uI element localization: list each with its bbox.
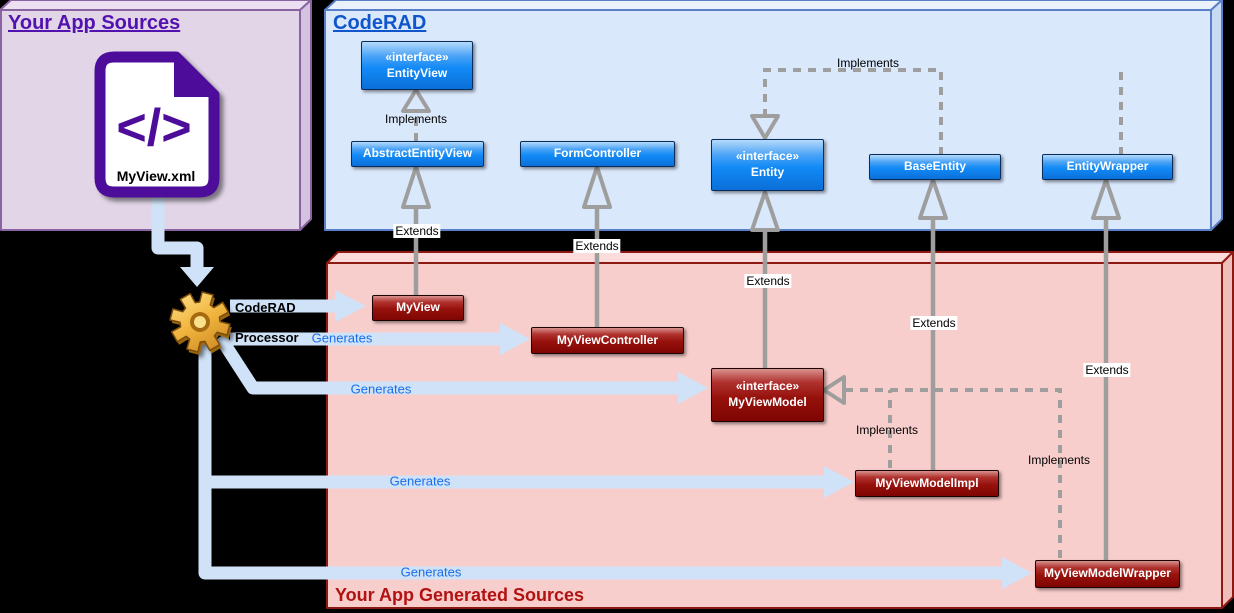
file-fold-corner (174, 57, 214, 97)
label-extends-myviewcontroller: Extends (573, 239, 621, 253)
triangle-myviewmodel (822, 375, 846, 405)
label-extends-myviewmodelwrapper: Extends (1083, 363, 1131, 377)
pipe-to-myviewmodelwrapper (198, 480, 1002, 580)
class-formcontroller-name: FormController (553, 146, 642, 161)
title-coderad[interactable]: CodeRAD (333, 12, 427, 34)
label-generates-myviewmodelimpl: Generates (389, 473, 451, 489)
class-abstractentityview: AbstractEntityView (351, 141, 484, 167)
file-name-label: MyView.xml (117, 168, 196, 184)
class-myviewmodel-stereotype: «interface» (735, 379, 800, 394)
code-glyph: </> (116, 99, 191, 157)
class-myviewcontroller: MyViewController (531, 327, 684, 354)
title-your-app-sources[interactable]: Your App Sources (8, 12, 181, 34)
triangle-entityview (401, 88, 431, 113)
label-generates-myviewmodelwrapper: Generates (400, 564, 462, 580)
arrowhead-myviewmodelimpl (824, 466, 854, 498)
class-myviewcontroller-name: MyViewController (556, 332, 659, 347)
label-implements-entity: Implements (836, 56, 900, 70)
xml-file-icon: </> MyView.xml (94, 51, 220, 198)
arrowhead-myviewmodelwrapper (1002, 557, 1032, 589)
implements-baseentity-entity (763, 68, 943, 155)
class-entityview: «interface» EntityView (361, 41, 473, 90)
class-myview-name: MyView (396, 300, 440, 315)
implements-myviewmodelwrapper (846, 388, 1062, 558)
label-implements-myviewmodelimpl: Implements (855, 423, 919, 437)
class-entity: «interface» Entity (711, 139, 824, 191)
label-generates-myviewcontroller: Generates (311, 330, 373, 346)
label-generates-myviewmodel: Generates (350, 381, 412, 397)
class-myviewmodelwrapper: MyViewModelWrapper (1035, 560, 1180, 588)
hollow-triangles-blue (401, 88, 1121, 232)
container-your-app-generated-sources (326, 251, 1234, 609)
class-myviewmodelwrapper-name: MyViewModelWrapper (1044, 566, 1171, 581)
extends-lines (413, 207, 1109, 560)
label-extends-myviewmodelimpl: Extends (910, 316, 958, 330)
triangle-abstractentityview (401, 165, 431, 209)
arrowhead-myviewmodel (678, 372, 708, 404)
arrowhead-processor (180, 267, 214, 287)
processor-label-line2: Processor (235, 330, 299, 345)
class-entityview-stereotype: «interface» (385, 49, 449, 64)
triangle-baseentity (918, 178, 948, 220)
pipe-to-myviewmodel (214, 333, 678, 395)
label-extends-myviewmodel: Extends (744, 274, 792, 288)
class-myviewmodelimpl: MyViewModelImpl (855, 470, 999, 497)
class-entityview-name: EntityView (386, 65, 448, 80)
class-entitywrapper: EntityWrapper (1042, 154, 1173, 180)
title-your-app-generated-sources: Your App Generated Sources (335, 585, 585, 605)
triangle-entity-top (750, 114, 780, 140)
arrowhead-myview (335, 290, 366, 322)
pipe-xml-to-processor (151, 193, 204, 267)
class-entity-stereotype: «interface» (735, 149, 800, 164)
class-myviewmodel: «interface» MyViewModel (711, 368, 824, 422)
triangle-formcontroller (582, 165, 612, 209)
class-myviewmodelimpl-name: MyViewModelImpl (875, 475, 979, 490)
triangle-entitywrapper (1091, 178, 1121, 220)
class-baseentity-name: BaseEntity (903, 159, 967, 174)
generates-pipes (151, 193, 1002, 580)
label-extends-myview: Extends (393, 224, 441, 238)
class-abstractentityview-name: AbstractEntityView (362, 146, 473, 161)
implements-lines (414, 68, 1123, 558)
class-entitywrapper-name: EntityWrapper (1066, 159, 1149, 174)
arrowhead-myviewcontroller (500, 323, 530, 355)
triangle-entity-bottom (750, 190, 780, 232)
processor-label-line1: CodeRAD (235, 300, 296, 315)
label-implements-myviewmodelwrapper: Implements (1027, 453, 1091, 467)
generates-arrowheads (180, 267, 1032, 589)
class-myviewmodel-name: MyViewModel (728, 395, 807, 409)
class-formcontroller: FormController (520, 141, 675, 167)
gear-icon (169, 291, 232, 356)
label-implements-entityview: Implements (384, 112, 448, 126)
class-baseentity: BaseEntity (869, 154, 1001, 180)
class-myview: MyView (372, 295, 464, 321)
class-entity-name: Entity (750, 165, 785, 179)
